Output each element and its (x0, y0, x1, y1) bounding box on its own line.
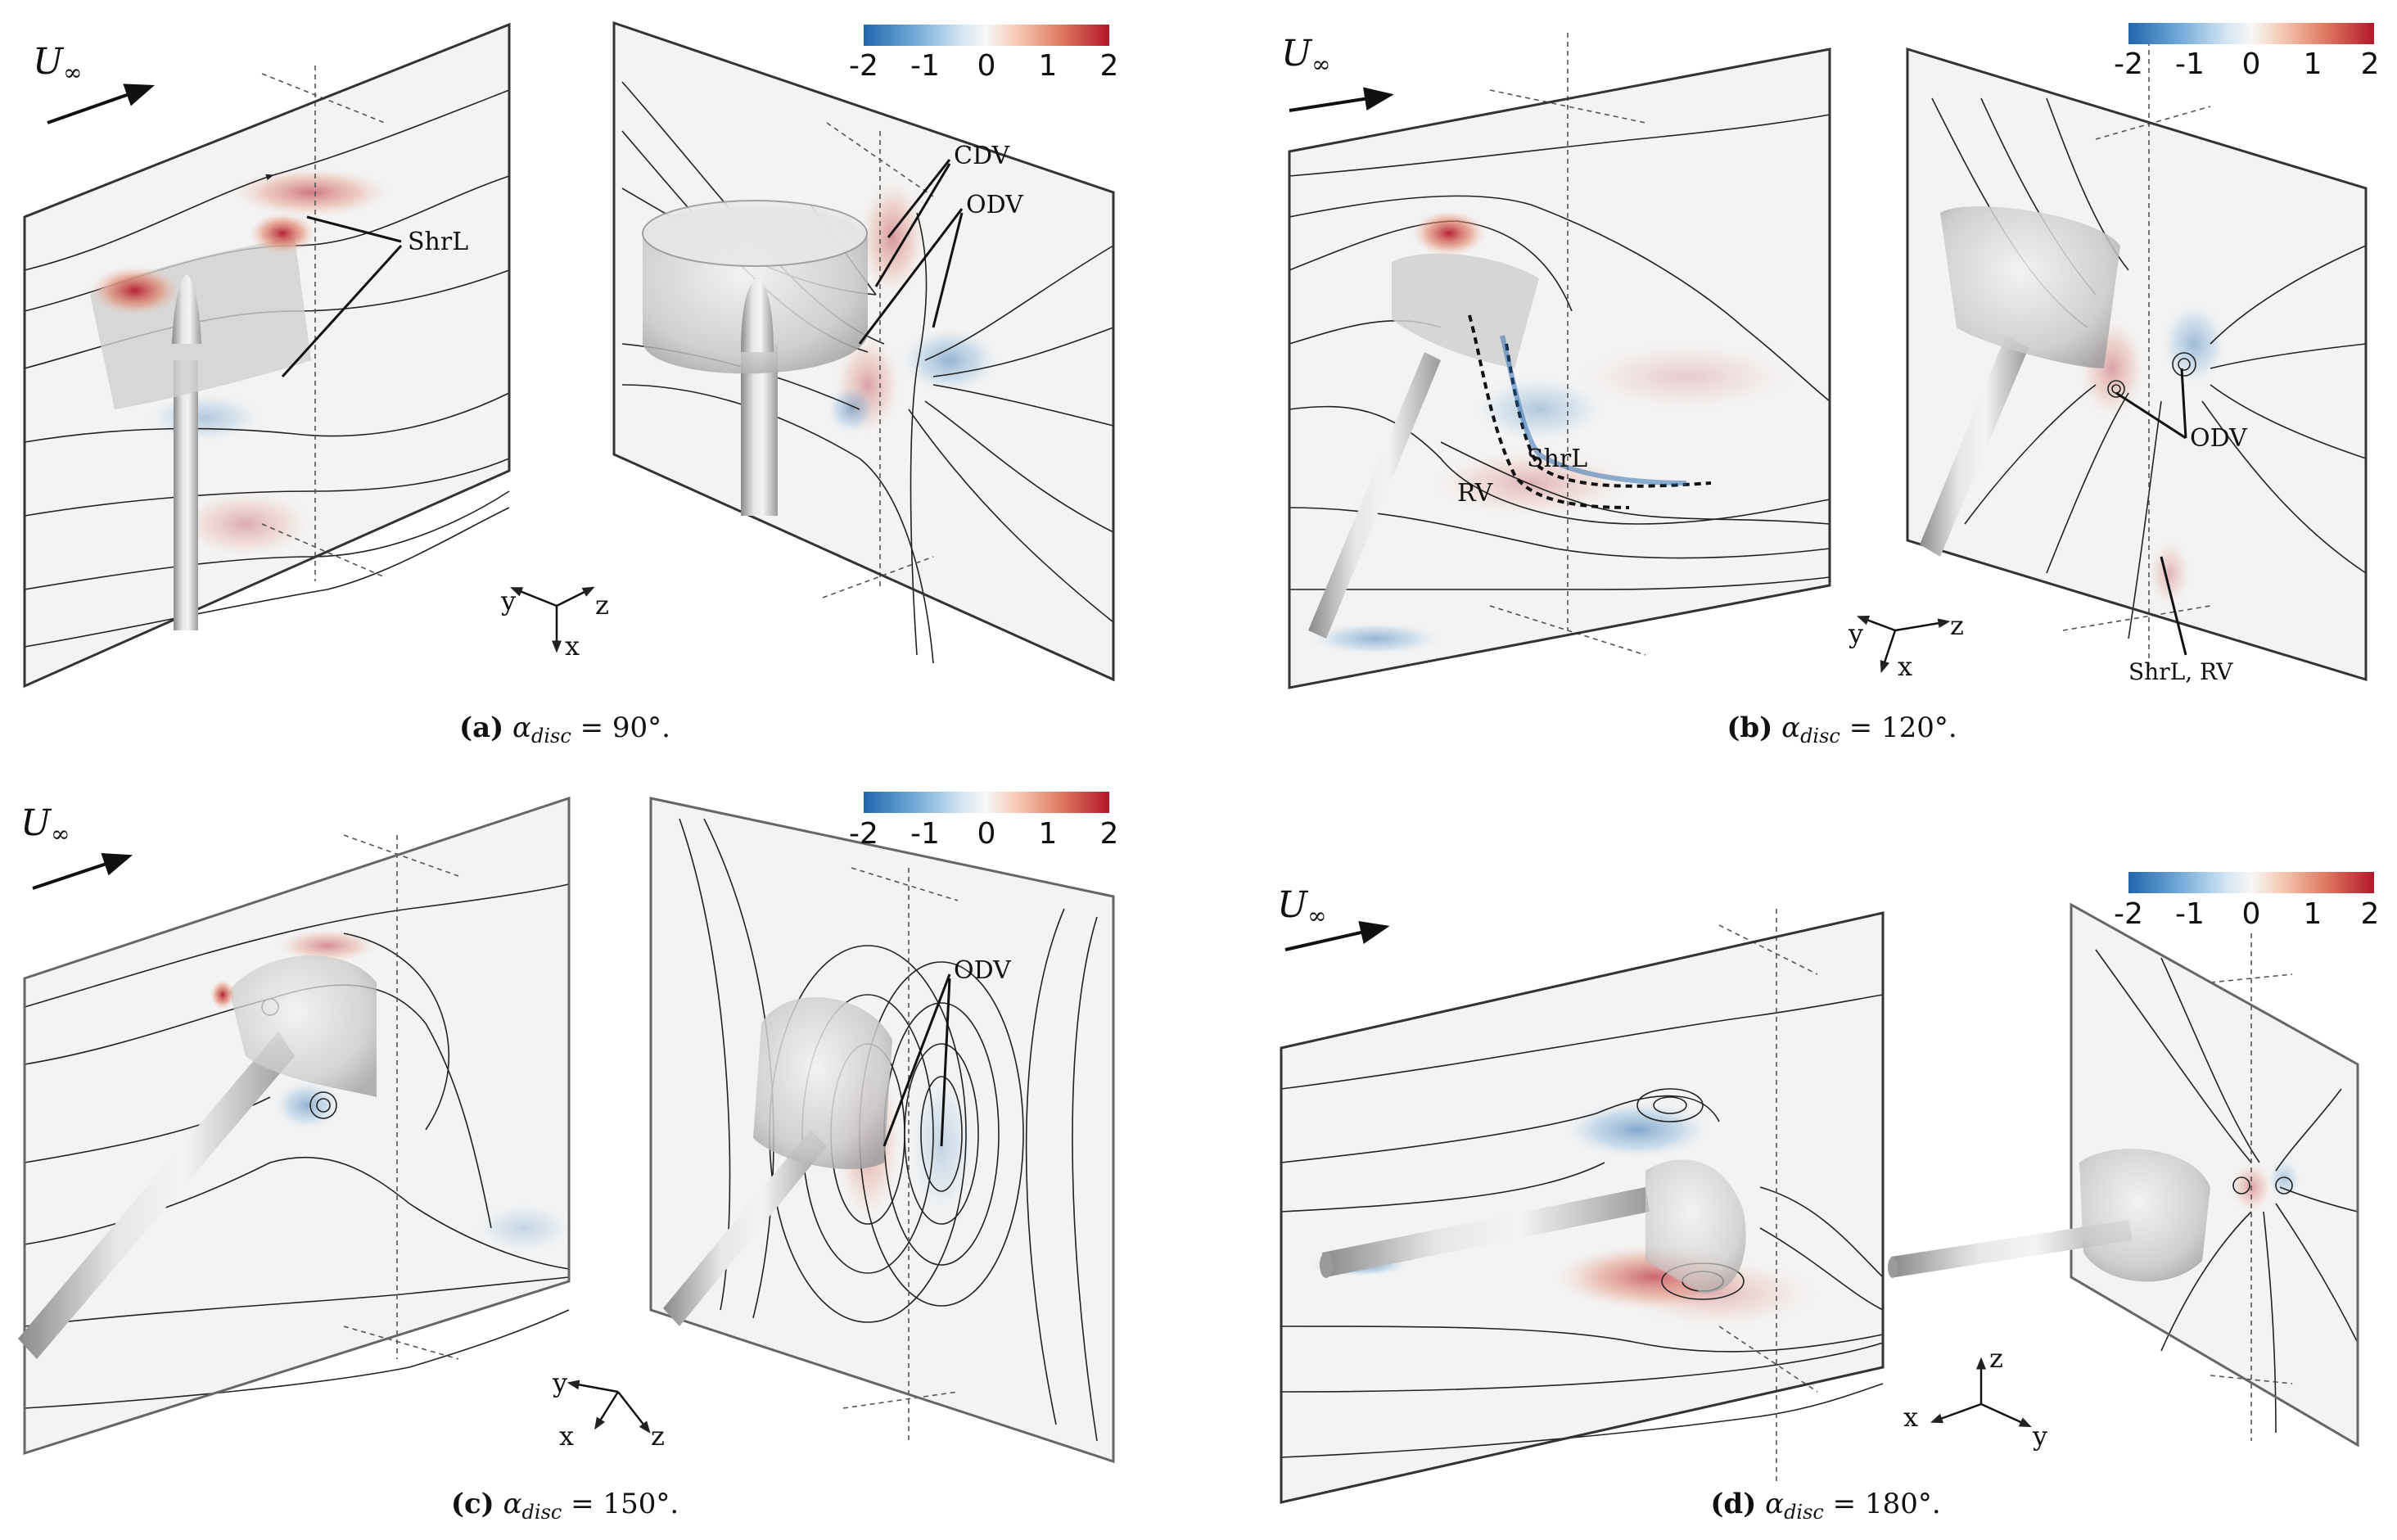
inflow-arrow-b (1289, 87, 1394, 112)
svg-text:-2: -2 (849, 817, 878, 851)
inflow-arrow-c (32, 853, 133, 890)
svg-text:z: z (651, 1420, 665, 1452)
body-d-left (1320, 1159, 1746, 1294)
svg-text:-1: -1 (910, 49, 940, 83)
svg-text:z: z (595, 589, 609, 621)
svg-text:y: y (552, 1367, 567, 1398)
caption-c: (c) αdisc = 150°. (451, 1488, 679, 1524)
svg-text:0: 0 (2242, 47, 2261, 81)
plane-b-left (1288, 33, 1831, 689)
svg-text:1: 1 (2304, 897, 2323, 931)
body-a-right (642, 200, 868, 516)
svg-text:2: 2 (1100, 49, 1119, 83)
svg-text:0: 0 (977, 49, 996, 83)
caption-a: (a) αdisc = 90°. (459, 711, 670, 747)
axes-a: y z x (500, 585, 609, 662)
colorbar-c: -2 -1 0 1 2 (849, 792, 1118, 851)
svg-text:0: 0 (977, 817, 996, 851)
body-c-right (663, 996, 892, 1326)
panel-b: U∞ ShrL (1281, 23, 2379, 747)
svg-text:2: 2 (2361, 47, 2380, 81)
caption-b: (b) αdisc = 120°. (1727, 711, 1957, 747)
panel-c: U∞ (18, 792, 1118, 1524)
svg-text:x: x (559, 1420, 574, 1452)
body-d-right (1888, 1149, 2210, 1282)
svg-text:0: 0 (2242, 897, 2261, 931)
svg-text:1: 1 (2304, 47, 2323, 81)
inflow-arrow-d (1284, 920, 1390, 951)
colorbar-a: -2 -1 0 1 2 (849, 25, 1118, 83)
body-b-right (1920, 206, 2120, 557)
axes-b: y z x (1848, 610, 1964, 682)
label-rv-b: RV (1457, 479, 1494, 508)
svg-text:z: z (1989, 1343, 2003, 1374)
colorbar-d: -2 -1 0 1 2 (2114, 872, 2379, 931)
plane-a-right (612, 20, 1115, 682)
svg-text:2: 2 (2361, 897, 2380, 931)
plane-c-left (23, 796, 573, 1456)
svg-text:-1: -1 (2175, 47, 2205, 81)
plane-b-right (1906, 41, 2368, 682)
panel-a: U∞ ShrL (23, 20, 1118, 747)
svg-text:-2: -2 (2114, 897, 2143, 931)
label-odv-c: ODV (954, 956, 1012, 985)
svg-text:x: x (1898, 651, 1912, 682)
svg-text:y: y (1848, 618, 1863, 649)
colorbar-b: -2 -1 0 1 2 (2114, 23, 2379, 81)
label-shrl-b: ShrL (1527, 445, 1587, 473)
caption-d: (d) αdisc = 180°. (1710, 1488, 1940, 1524)
svg-text:-1: -1 (2175, 897, 2205, 931)
axes-d: z x y (1903, 1343, 2047, 1452)
axes-c: y x z (552, 1367, 665, 1452)
plane-d-right (2070, 902, 2359, 1447)
body-c-left (18, 955, 377, 1359)
svg-text:y: y (2032, 1420, 2047, 1452)
label-shrl-a: ShrL (408, 228, 468, 256)
svg-text:z: z (1950, 610, 1964, 641)
panel-d: U∞ (1277, 872, 2379, 1524)
inflow-label-d: U∞ (1277, 884, 1326, 929)
svg-text:2: 2 (1100, 817, 1119, 851)
label-odv-b: ODV (2190, 424, 2248, 453)
body-b-left (1308, 210, 1712, 639)
svg-text:y: y (500, 585, 516, 616)
inflow-label-a: U∞ (33, 41, 82, 86)
svg-text:-1: -1 (910, 817, 940, 851)
svg-text:1: 1 (1039, 49, 1058, 83)
svg-text:x: x (565, 630, 580, 662)
svg-text:1: 1 (1039, 817, 1058, 851)
label-shrl-rv-b: ShrL, RV (2128, 658, 2233, 685)
svg-text:x: x (1903, 1402, 1918, 1433)
svg-text:-2: -2 (2114, 47, 2143, 81)
inflow-label-c: U∞ (20, 802, 70, 847)
svg-text:-2: -2 (849, 49, 878, 83)
label-cdv-a: CDV (954, 142, 1010, 170)
body-a-left (90, 213, 315, 630)
label-odv-a: ODV (966, 191, 1024, 219)
inflow-label-b: U∞ (1281, 33, 1330, 78)
inflow-arrow-a (47, 84, 155, 124)
